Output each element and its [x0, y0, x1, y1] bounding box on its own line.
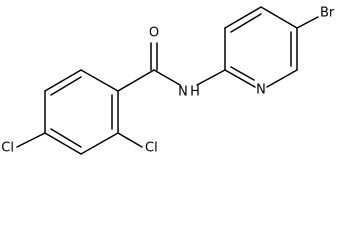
bond: [224, 6, 262, 29]
double-bond-inner: [50, 76, 82, 96]
bond: [153, 69, 181, 86]
bond: [260, 6, 298, 29]
double-bond-inner: [50, 128, 82, 148]
bond: [224, 69, 256, 88]
bromine-label: Br: [320, 6, 335, 21]
chlorine-ortho-label: Cl: [145, 141, 158, 156]
dichlorophenyl-ring: [44, 69, 119, 155]
double-bond-inner: [230, 66, 255, 81]
bond: [80, 132, 119, 155]
amide-nitrogen-label: N: [178, 85, 188, 100]
bond: [44, 132, 82, 155]
bond: [196, 69, 226, 86]
pyridine-nitrogen-label: N: [256, 83, 266, 98]
bond: [80, 69, 119, 92]
bond: [266, 69, 298, 88]
bond: [44, 69, 82, 92]
amide-hydrogen-label: H: [190, 85, 200, 100]
chlorine-para-label: Cl: [1, 141, 14, 156]
bond: [296, 16, 319, 29]
oxygen-label: O: [149, 26, 159, 41]
bond: [117, 69, 155, 92]
double-bond-inner: [230, 13, 262, 33]
bromopyridine-ring: [224, 6, 298, 88]
bond: [117, 132, 143, 148]
bond: [16, 132, 46, 148]
chemical-structure: O N H N Br Cl Cl: [1, 6, 335, 156]
